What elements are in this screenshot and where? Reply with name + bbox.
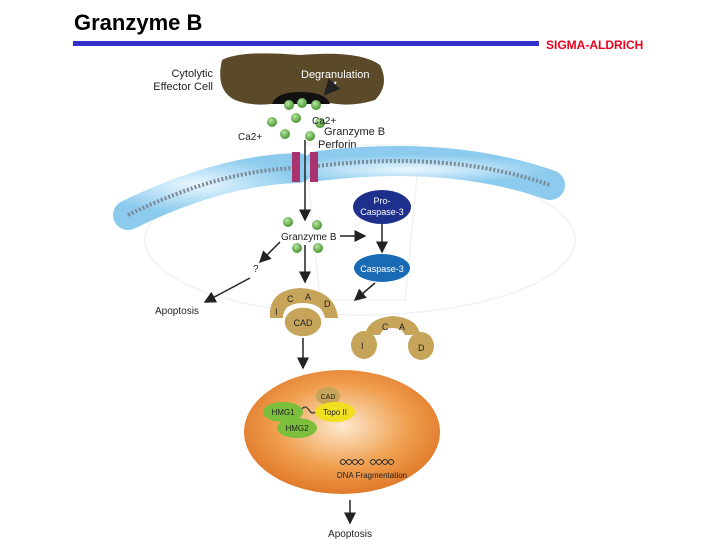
free-icad-a: A (399, 322, 405, 332)
apoptosis-label-bottom: Apoptosis (328, 529, 372, 540)
cad-icad-d: D (324, 299, 331, 309)
page-title: Granzyme B (74, 10, 203, 35)
perforin-label: Perforin (318, 139, 357, 151)
cad-icad-complex (269, 288, 338, 338)
procaspase-3 (353, 190, 411, 224)
granzyme-granules (267, 98, 325, 253)
granzyme-b-label-top: Granzyme B (324, 126, 385, 138)
cleaved-icad (351, 316, 434, 360)
free-icad-c: C (382, 322, 389, 332)
arrow-caspase-to-icad (353, 282, 376, 301)
dna-fragments (339, 459, 395, 465)
target-cell-membrane (113, 145, 565, 230)
procaspase-label-2: Caspase-3 (360, 207, 404, 217)
calcium-label-left: Ca2+ (238, 132, 262, 143)
caspase-label: Caspase-3 (360, 264, 404, 274)
perforin-pore-right (310, 152, 318, 182)
cad-icad-c: C (287, 294, 294, 304)
calcium-label-top: Ca2+ (312, 116, 336, 127)
question-mark: ? (253, 264, 259, 275)
hmg2 (277, 418, 317, 438)
hmg2-label: HMG2 (285, 424, 309, 433)
free-icad-i: I (361, 341, 364, 351)
title-underline (73, 41, 539, 46)
arrow-to-apoptosis-left (203, 277, 251, 303)
hmg1-label: HMG1 (271, 408, 295, 417)
caspase-3 (354, 254, 410, 282)
nucleus (244, 370, 440, 494)
brand-logo-text: SIGMA-ALDRICH (546, 38, 644, 52)
apoptosis-label-left: Apoptosis (155, 306, 199, 317)
cytolytic-effector-cell (220, 53, 384, 105)
topo-ii-label: Topo II (323, 408, 347, 417)
cytolytic-label-line2: Effector Cell (153, 81, 213, 93)
cad-nuclear (316, 387, 340, 405)
topo-ii (315, 402, 355, 422)
free-icad-d: D (418, 343, 425, 353)
arrow-to-question (258, 241, 281, 264)
degranulation-label: Degranulation (301, 69, 370, 81)
cad-core-label: CAD (293, 318, 313, 328)
perforin-pore-left (292, 152, 300, 182)
degranulation-arrow (323, 78, 341, 96)
cytolytic-label-line1: Cytolytic (171, 68, 213, 80)
dna-fragmentation-label: DNA Fragmentation (337, 471, 407, 480)
cad-icad-a: A (305, 292, 311, 302)
granzyme-b-label-mid: Granzyme B (281, 232, 337, 243)
cad-icad-i: I (275, 307, 278, 317)
cad-nuclear-label: CAD (321, 394, 336, 401)
procaspase-label-1: Pro- (373, 196, 390, 206)
hmg1 (263, 402, 303, 422)
